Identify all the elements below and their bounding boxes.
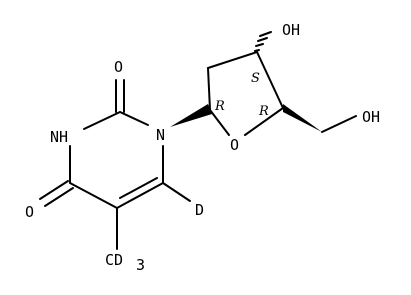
bond-c4-o-1 — [39, 180, 69, 200]
bond-c6-d — [162, 182, 191, 202]
atom-cd3-sub: 3 — [136, 256, 145, 274]
atom-oh-top: OH — [282, 21, 300, 39]
atom-d6: D — [195, 201, 204, 219]
bond-c5-oh — [321, 115, 357, 133]
bond-c4-o-2 — [44, 187, 74, 207]
wedge-n1-c1prime — [170, 104, 212, 127]
hash-bond-c3-oh — [254, 31, 272, 52]
stereo-c3: S — [251, 71, 260, 86]
bond-c2-c3 — [207, 51, 258, 69]
atom-oh-right: OH — [362, 108, 380, 126]
stereo-c1: R — [214, 99, 225, 114]
bond-c4-o4 — [244, 107, 284, 136]
bond-c3-c4 — [256, 51, 284, 109]
wedge-c4-c5 — [283, 104, 322, 132]
bond-c1-o4 — [209, 109, 230, 136]
bond-c1-c2 — [207, 67, 211, 111]
stereo-c4: R — [258, 104, 269, 119]
bond-c5-c6-1 — [116, 182, 164, 209]
atom-o-top: O — [114, 58, 123, 76]
atom-o-ring: O — [230, 136, 239, 154]
bond-c5-c6-2 — [119, 177, 158, 199]
atom-cd3-c: CD — [105, 251, 123, 269]
bond-c2-n3 — [83, 111, 121, 130]
atom-o-left: O — [25, 203, 34, 221]
atom-nh: NH — [50, 128, 68, 146]
atom-n1: N — [156, 126, 165, 144]
bond-c4-c5 — [69, 182, 118, 209]
bond-c2-n1 — [119, 111, 149, 126]
